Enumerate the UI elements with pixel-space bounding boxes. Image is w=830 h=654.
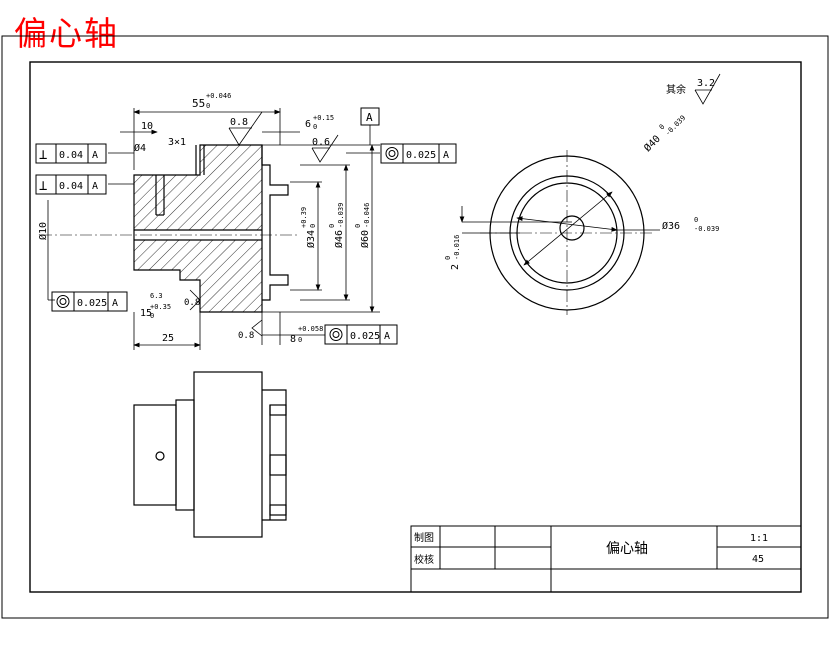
dim-d34-tol-low: 0 xyxy=(309,224,317,228)
finish-others-label: 其余 xyxy=(666,83,686,96)
dim-step25: 25 xyxy=(162,333,174,344)
dim-step15-tol: +0.35 xyxy=(150,303,171,311)
fcf-perp-2-symbol: ⊥ xyxy=(39,178,47,194)
dim-eccentric-tol: -0.016 xyxy=(453,235,461,260)
fcf-perp-1 xyxy=(35,143,107,164)
title-block xyxy=(410,525,802,593)
dim-step-small: 6.3 xyxy=(150,292,163,300)
outer-frame xyxy=(1,35,829,619)
finish-others-value: 3.2 xyxy=(697,78,715,89)
dim-hole-diam: Ø4 xyxy=(134,142,146,154)
dim-d40: Ø40 xyxy=(642,133,663,154)
finish-top: 0.8 xyxy=(230,117,248,128)
title-block-drawn-label: 制图 xyxy=(414,531,434,544)
title-block-checked-label: 校核 xyxy=(414,553,434,566)
title-block-scale: 1:1 xyxy=(750,533,768,544)
finish-right-top: 0.6 xyxy=(312,137,330,148)
dim-overall-length: 55 xyxy=(192,97,205,110)
dim-groove8-tol-low: 0 xyxy=(298,336,302,344)
dim-d60-tol: -0.046 xyxy=(363,203,371,228)
dim-slot-width-tol: +0.15 xyxy=(313,114,334,122)
dim-d60: Ø60 xyxy=(359,230,371,248)
fcf-conc-1 xyxy=(380,143,457,164)
fcf-conc-2-datum: A xyxy=(112,298,118,309)
dim-chamfer: 3×1 xyxy=(168,137,186,148)
dim-d34-tol: +0.39 xyxy=(300,207,308,228)
finish-bottom-left: 0.8 xyxy=(184,298,200,308)
title-block-part-name: 偏心轴 xyxy=(606,541,648,557)
fcf-perp-2 xyxy=(35,174,107,195)
datum-box xyxy=(360,107,380,126)
fcf-perp-2-value: 0.04 xyxy=(59,181,83,192)
dim-slot-width-tol-low: 0 xyxy=(313,123,317,131)
dim-d60-tol-high: 0 xyxy=(354,224,362,228)
finish-marks xyxy=(189,73,721,337)
dim-step15-tol-low: 0 xyxy=(150,312,154,320)
end-view-dims xyxy=(459,191,660,266)
dim-eccentric: 2 xyxy=(450,264,461,270)
dim-d36-tol-high: 0 xyxy=(694,216,698,224)
fcf-conc-2-value: 0.025 xyxy=(77,298,107,309)
fcf-conc-1-datum: A xyxy=(443,150,449,161)
section-view xyxy=(40,144,300,313)
dim-d36-tol: -0.039 xyxy=(694,225,719,233)
dim-d46: Ø46 xyxy=(333,230,345,248)
end-view xyxy=(480,150,655,315)
dim-overall-length-tol-low: 0 xyxy=(206,102,210,110)
finish-bottom: 0.8 xyxy=(238,331,254,341)
dim-step15: 15 xyxy=(140,308,152,319)
fcf-perp-1-symbol: ⊥ xyxy=(39,147,47,163)
fcf-perp-1-value: 0.04 xyxy=(59,150,83,161)
inner-frame xyxy=(29,61,802,593)
datum-label: A xyxy=(366,111,373,124)
dim-groove8: 8 xyxy=(290,334,296,345)
dim-slot-width: 6 xyxy=(305,119,311,130)
dim-groove8-tol: +0.058 xyxy=(298,325,323,333)
section-dimensions xyxy=(47,108,380,350)
fcf-conc-3-value: 0.025 xyxy=(350,331,380,342)
fcf-perp-2-datum: A xyxy=(92,181,98,192)
dim-bore-diam: Ø10 xyxy=(37,222,49,240)
side-view xyxy=(133,371,287,538)
dim-eccentric-tol-high: 0 xyxy=(444,256,452,260)
fcf-perp-1-datum: A xyxy=(92,150,98,161)
fcf-conc-1-value: 0.025 xyxy=(406,150,436,161)
dim-d40-tol-high: 0 xyxy=(658,123,667,132)
fcf-conc-2 xyxy=(51,291,128,312)
fcf-conc-3 xyxy=(324,324,398,345)
dim-d34: Ø34 xyxy=(305,230,317,248)
drawing-title: 偏心轴 xyxy=(14,14,119,53)
title-block-material: 45 xyxy=(752,554,764,565)
dim-overall-length-tol: +0.046 xyxy=(206,92,231,100)
fcf-conc-3-datum: A xyxy=(384,331,390,342)
dim-d36: Ø36 xyxy=(662,220,680,232)
dim-d40-tol: -0.039 xyxy=(664,114,688,138)
dim-d46-tol: -0.039 xyxy=(337,203,345,228)
dim-d46-tol-high: 0 xyxy=(328,224,336,228)
dim-left-step: 10 xyxy=(141,121,153,132)
